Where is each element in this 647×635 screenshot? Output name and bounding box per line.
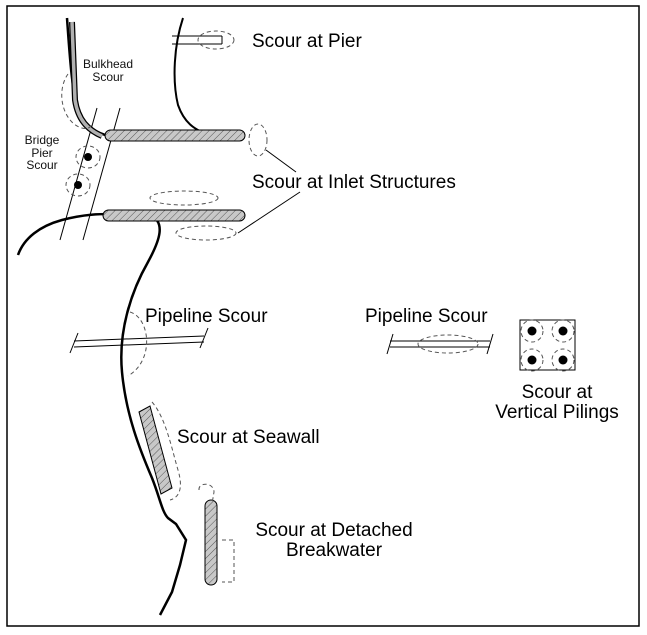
bulkhead-structure-fill <box>70 21 103 138</box>
diagram-border <box>6 5 640 627</box>
scour-at-detached-breakwater-label-line: Breakwater <box>285 539 383 561</box>
piling-scour-zone <box>520 319 544 343</box>
seawall-structure <box>138 405 173 495</box>
pipeline-left-end <box>69 332 79 354</box>
bulkhead-scour-label-line: Bulkhead <box>82 57 134 71</box>
piling-scour-zone <box>551 319 575 343</box>
bridge-pier-scour-label-line: Scour <box>26 158 58 173</box>
pipeline-scour-right-label: Pipeline Scour <box>365 306 488 327</box>
scour-at-pier-label: Scour at Pier <box>252 31 362 52</box>
bridge-pier-scour-label-line: Bridge <box>24 133 60 147</box>
piling <box>527 326 537 336</box>
main-coastline <box>120 213 188 616</box>
inlet-leader <box>237 191 301 234</box>
bridge-pier-scour-label: Bridge Pier Scour <box>16 134 68 172</box>
pipeline-right-end <box>386 333 394 355</box>
scour-at-seawall-label: Scour at Seawall <box>177 427 320 448</box>
bridge-pier <box>74 181 82 189</box>
seawall-scour-zone <box>151 401 181 501</box>
scour-at-vertical-pilings-label-line: Vertical Pilings <box>495 401 619 423</box>
bulkhead-scour-label: Bulkhead Scour <box>76 58 140 83</box>
piling <box>558 355 568 365</box>
breakwater-scour-zone <box>198 483 215 505</box>
piling-scour-zone <box>520 348 544 372</box>
pipeline-left <box>73 335 205 342</box>
inlet-scour-zone <box>175 225 237 241</box>
piling <box>527 355 537 365</box>
scour-at-vertical-pilings-label: Scour at Vertical Pilings <box>482 383 632 423</box>
bridge-pier <box>84 153 92 161</box>
bridge-pier-scour-zone <box>65 173 91 197</box>
scour-at-inlet-structures-label: Scour at Inlet Structures <box>252 172 456 193</box>
scour-at-detached-breakwater-label: Scour at Detached Breakwater <box>245 521 423 561</box>
piling-scour-zone <box>551 348 575 372</box>
inlet-jetty-lower <box>102 209 246 222</box>
pipeline-right-scour-zone <box>417 334 479 354</box>
bay-shoreline-lower-left <box>16 212 113 256</box>
pipeline-scour-left-label: Pipeline Scour <box>145 306 268 327</box>
scour-at-vertical-pilings-label-line: Scour at <box>521 382 593 403</box>
inlet-jetty-upper <box>104 129 246 142</box>
pipeline-right-end <box>486 333 494 355</box>
piling <box>558 326 568 336</box>
bridge-pier-scour-label-line: Pier <box>31 145 53 160</box>
inlet-scour-zone <box>149 190 219 206</box>
right-shoreline-upper <box>173 17 209 135</box>
pilings-frame <box>519 319 576 371</box>
inlet-scour-zone <box>248 123 268 157</box>
bulkhead-scour-label-line: Scour <box>92 69 124 84</box>
pipeline-left <box>73 341 205 348</box>
bulkhead-scour-zone <box>61 73 93 129</box>
inlet-leader <box>265 149 297 173</box>
bridge-pier-scour-zone <box>75 145 101 169</box>
scour-at-detached-breakwater-label-line: Scour at Detached <box>255 520 413 541</box>
pier-scour-zone <box>197 30 235 50</box>
detached-breakwater <box>204 499 218 586</box>
pipeline-left-end <box>199 327 209 349</box>
breakwater-scour-zone <box>222 539 235 583</box>
